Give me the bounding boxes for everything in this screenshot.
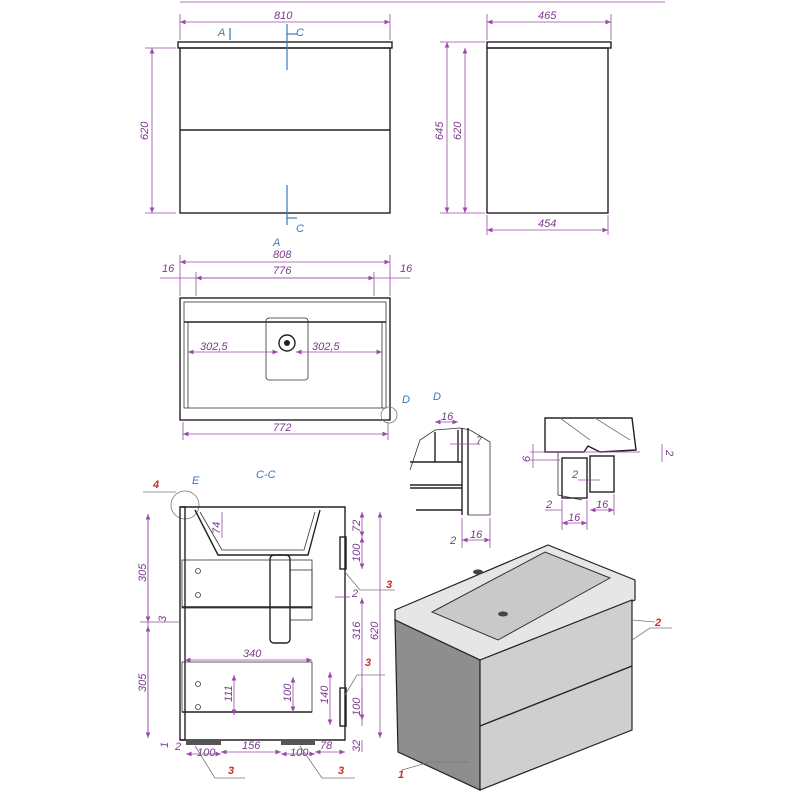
dim-100-foot-left: 100 <box>197 747 216 759</box>
dim-156: 156 <box>242 740 261 752</box>
dim-74: 74 <box>211 522 223 534</box>
detail-d-marker: D <box>402 394 410 406</box>
basin-profile <box>194 509 321 556</box>
countertop <box>177 41 393 49</box>
siphon <box>269 554 291 644</box>
callout-2: 2 <box>654 617 661 629</box>
callout-4: 4 <box>152 479 159 491</box>
top-edge-right: 16 <box>400 263 413 275</box>
top-view: 808 776 16 16 302,5 302,5 772 D <box>160 249 413 440</box>
dim-100-lower: 100 <box>351 697 363 716</box>
section-c-top: C <box>296 27 304 39</box>
callout-3-upper: 3 <box>386 579 392 591</box>
front-height-label: 620 <box>139 121 151 140</box>
section-c-c: C-C 4 E 305 3 305 74 72 100 2 316 620 10… <box>137 469 395 779</box>
detail-d-title: D <box>433 391 441 403</box>
callout-1: 1 <box>398 769 404 781</box>
siphon-outline <box>265 317 309 381</box>
basin-bowl <box>430 551 612 641</box>
side-width-label: 465 <box>538 10 557 22</box>
detail-d-circle <box>380 406 398 424</box>
dim-305-bottom: 305 <box>137 673 149 692</box>
detail-e-16-right: 16 <box>596 499 609 511</box>
dim-111: 111 <box>223 685 235 702</box>
front-width-label: 810 <box>274 10 293 22</box>
dim-32: 32 <box>351 740 363 752</box>
offset-right-label: 302,5 <box>312 341 340 353</box>
dim-620: 620 <box>369 621 381 640</box>
dim-72: 72 <box>351 520 363 532</box>
dim-100-foot-right: 100 <box>290 747 309 759</box>
callout-3-lower: 3 <box>365 657 371 669</box>
section-title: C-C <box>256 469 276 481</box>
top-edge-left: 16 <box>162 263 175 275</box>
front-view: 810 620 A C C A <box>139 10 393 249</box>
section-c-bottom: C <box>296 223 304 235</box>
dim-340: 340 <box>243 648 262 660</box>
dim-2: 2 <box>351 588 358 600</box>
dim-140: 140 <box>319 685 331 704</box>
view-a-arrow-label: A <box>272 237 280 249</box>
detail-e-6: 6 <box>521 455 533 462</box>
dim-1: 1 <box>159 742 171 748</box>
detail-e-2-low: 2 <box>545 499 552 511</box>
side-depth-label: 454 <box>538 218 556 230</box>
offset-left-label: 302,5 <box>200 341 228 353</box>
top-bottom-width: 772 <box>273 422 291 434</box>
callout-3-foot-left: 3 <box>228 765 234 777</box>
drain-circle <box>278 334 296 352</box>
view-label-a: A <box>217 27 225 39</box>
detail-d-16-top: 16 <box>441 411 454 423</box>
detail-e-marker: E <box>192 475 200 487</box>
dim-3: 3 <box>157 615 169 622</box>
detail-d-7: 7 <box>476 435 483 447</box>
side-height-total: 645 <box>434 121 446 140</box>
detail-e-2-right: 2 <box>663 449 675 456</box>
detail-e: 6 2 2 2 16 16 <box>521 417 675 530</box>
drawer-split <box>479 665 633 727</box>
iso-view: 2 1 <box>394 544 672 791</box>
cabinet-front <box>479 599 633 791</box>
top-inner-width: 776 <box>273 265 292 277</box>
detail-d-2: 2 <box>449 535 456 547</box>
top-width-label: 808 <box>273 249 292 261</box>
dim-305-top: 305 <box>137 563 149 582</box>
detail-e-16-bottom: 16 <box>568 512 581 524</box>
detail-e-2-mid: 2 <box>571 469 578 481</box>
detail-d: D 16 7 16 2 <box>409 391 491 548</box>
side-height-body: 620 <box>452 121 464 140</box>
side-view: 465 645 620 454 <box>434 10 612 235</box>
detail-d-16-bottom: 16 <box>470 529 483 541</box>
section-body <box>180 506 346 741</box>
dim-316: 316 <box>351 621 363 640</box>
dim-100-drawer: 100 <box>282 683 294 702</box>
callout-3-foot-right: 3 <box>338 765 344 777</box>
dim-2-left: 2 <box>174 741 181 753</box>
dim-100-upper: 100 <box>351 543 363 562</box>
dim-78: 78 <box>320 740 333 752</box>
